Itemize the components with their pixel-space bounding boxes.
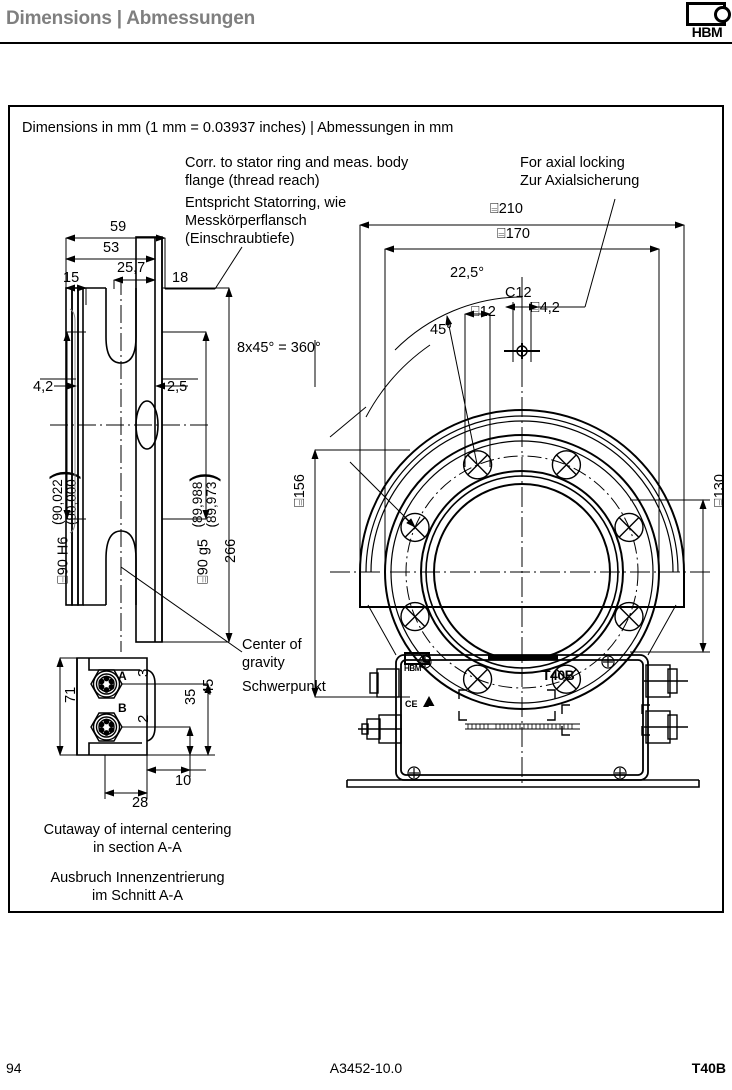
dim-dia-4-2-front: ⌸4,2 <box>531 300 560 316</box>
connector-label-a: A <box>118 669 127 683</box>
housing-ce-mark: CE <box>405 699 418 709</box>
dim-angle-22-5: 22,5° <box>450 265 485 281</box>
dim-45: 45 <box>201 678 217 695</box>
note-stator-de: Entspricht Statorring, wie Messkörperfla… <box>185 195 347 247</box>
technical-drawing-frame: Dimensions in mm (1 mm = 0.03937 inches)… <box>8 105 728 913</box>
connector-number-2: 2 <box>135 714 152 723</box>
dim-2-5: 2,5 <box>167 379 188 395</box>
footer-product-name: T40B <box>691 1060 726 1076</box>
housing-product-label: T40B <box>542 667 575 683</box>
connector-number-3: 3 <box>135 668 152 677</box>
dim-25-7: 25,7 <box>117 260 146 276</box>
dim-dia-170: ⌸170 <box>497 226 530 242</box>
housing-hbm-circle <box>422 654 431 663</box>
hbm-logo-circle <box>714 6 731 23</box>
note-stator-en: Corr. to stator ring and meas. body flan… <box>185 155 409 189</box>
dim-shaft-label: ⌸90 g5 <box>195 539 212 584</box>
dim-18: 18 <box>172 270 189 286</box>
dim-28: 28 <box>132 795 149 811</box>
dim-35: 35 <box>183 688 199 705</box>
note-center-of-gravity: Center of gravity Schwerpunkt <box>242 637 326 695</box>
dim-bore-90-h6: ⌸90 H6 (90,022 (90,000 ) <box>43 470 82 584</box>
note-cutaway-en: Cutaway of internal centering in section… <box>43 822 232 856</box>
housing-hbm-logo: HBM <box>404 652 434 674</box>
drawing-caption: Dimensions in mm (1 mm = 0.03937 inches)… <box>22 120 454 136</box>
dim-dia-130: ⌸130 <box>712 474 728 507</box>
footer-document-id: A3452-10.0 <box>329 1060 403 1076</box>
note-axial-locking: For axial locking Zur Axialsicherung <box>520 155 640 189</box>
header-divider <box>0 42 732 44</box>
dim-dia-156: ⌸156 <box>292 474 308 507</box>
dim-59: 59 <box>110 219 127 235</box>
housing-hbm-text: HBM <box>404 664 422 673</box>
dim-4-2-side: 4,2 <box>33 379 54 395</box>
dim-bore-tolerance: (90,022 (90,000 <box>50 479 79 526</box>
note-cutaway-de: Ausbruch Innenzentrierung im Schnitt A-A <box>50 870 225 904</box>
connector-label-b: B <box>118 701 127 715</box>
dim-thread-c12: C12 <box>505 285 532 301</box>
dim-15: 15 <box>63 270 80 286</box>
dim-71: 71 <box>63 686 79 703</box>
dim-dia-210: ⌸210 <box>490 201 523 217</box>
page-title: Dimensions | Abmessungen <box>6 8 255 29</box>
dim-angle-45: 45° <box>430 322 452 338</box>
dim-10: 10 <box>175 773 192 789</box>
hbm-logo-wordmark: HBM <box>691 24 723 40</box>
warning-triangle-icon <box>423 696 441 713</box>
dim-hole-pattern: 8x45° = 360° <box>237 340 321 356</box>
dim-266: 266 <box>223 538 239 563</box>
dim-dia-12: ⌸12 <box>471 304 496 320</box>
dim-bore-label: ⌸90 H6 <box>55 536 72 584</box>
dim-shaft-90-g5: ⌸90 g5 (89,988 (89,973 ) <box>183 472 222 584</box>
dim-53: 53 <box>103 240 120 256</box>
dim-shaft-tolerance: (89,988 (89,973 <box>190 481 219 528</box>
footer-page-number: 94 <box>6 1060 22 1076</box>
hbm-logo: HBM <box>684 2 731 40</box>
